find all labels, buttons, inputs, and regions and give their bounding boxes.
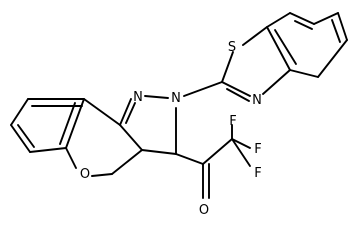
chromene-benzene-ring [10, 98, 121, 153]
fluorine-atom-top: F [229, 114, 236, 129]
sulfur-atom: S [228, 40, 236, 55]
pyrazoline-ring [119, 95, 177, 155]
benzothiazole-thiazole-ring [221, 26, 291, 102]
fluorine-atom-bottom: F [254, 166, 261, 181]
molecule-structure: S N N N O O F F F [10, 12, 348, 218]
fluorine-atom-right: F [254, 142, 261, 157]
pyrazole-imine-nitrogen-atom: N [133, 90, 143, 105]
pyrazole-nitrogen-atom: N [171, 91, 181, 106]
trifluoroacetyl-group [175, 124, 251, 199]
bond-thiazole-pyrazole [183, 81, 223, 97]
pyran-oxygen-atom: O [80, 167, 90, 182]
carbonyl-oxygen-atom: O [199, 203, 209, 218]
chromene-pyran-ring [65, 147, 143, 177]
benzothiazole-benzene-ring [266, 12, 348, 78]
thiazole-nitrogen-atom: N [252, 93, 262, 108]
